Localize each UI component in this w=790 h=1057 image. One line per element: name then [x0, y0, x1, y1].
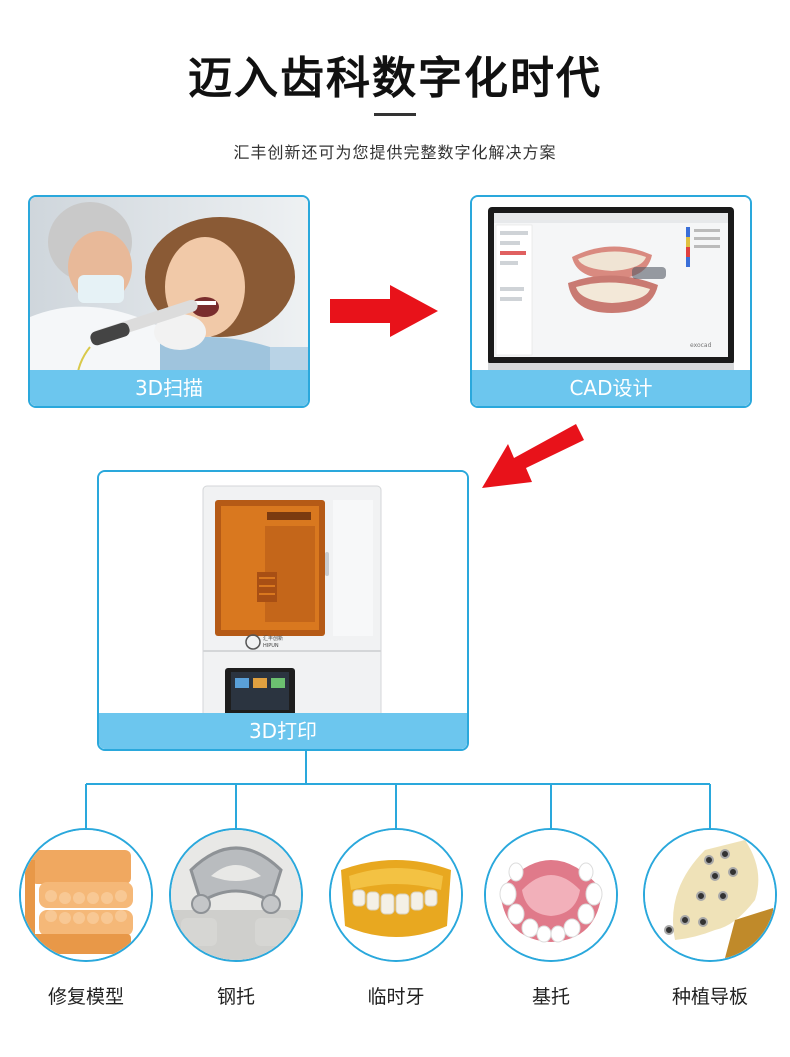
- cad-panel: exocad CAD设计: [470, 195, 752, 408]
- cad-software-mark: exocad: [690, 342, 712, 349]
- cad-caption: CAD设计: [472, 370, 750, 406]
- arrow-down-left-icon: [482, 424, 584, 488]
- scan-caption: 3D扫描: [30, 370, 308, 406]
- application-implant-guide: 种植导板: [638, 828, 782, 1009]
- print-caption: 3D打印: [99, 713, 467, 749]
- application-label: 基托: [531, 986, 570, 1008]
- application-dental-model: 修复模型: [14, 828, 158, 1009]
- implant-guide-icon: [645, 830, 775, 960]
- application-denture-base: 基托: [479, 828, 623, 1009]
- denture-base-icon: [486, 830, 616, 960]
- application-label: 临时牙: [367, 986, 425, 1008]
- application-label: 钢托: [216, 986, 255, 1008]
- scan-panel: 3D扫描: [28, 195, 310, 408]
- page-subtitle: 汇丰创新还可为您提供完整数字化解决方案: [233, 143, 557, 162]
- printer-brand: HIPUN: [263, 643, 279, 649]
- printer-brand-cn: 汇丰创新: [263, 635, 283, 642]
- application-temporary-teeth: 临时牙: [324, 828, 468, 1009]
- arrow-right-icon: [330, 285, 438, 337]
- application-label: 修复模型: [47, 986, 124, 1008]
- printer-image: 汇丰创新 HIPUN: [99, 472, 467, 749]
- title-divider: [374, 113, 416, 116]
- application-label: 种植导板: [671, 986, 748, 1008]
- temporary-teeth-icon: [331, 830, 461, 960]
- metal-frame-icon: [171, 830, 301, 960]
- application-metal-frame: 钢托: [164, 828, 308, 1009]
- print-panel: 汇丰创新 HIPUN 3D打印: [97, 470, 469, 751]
- application-connector: [85, 751, 711, 834]
- page-title: 迈入齿科数字化时代: [188, 53, 602, 104]
- dental-model-icon: [21, 830, 151, 960]
